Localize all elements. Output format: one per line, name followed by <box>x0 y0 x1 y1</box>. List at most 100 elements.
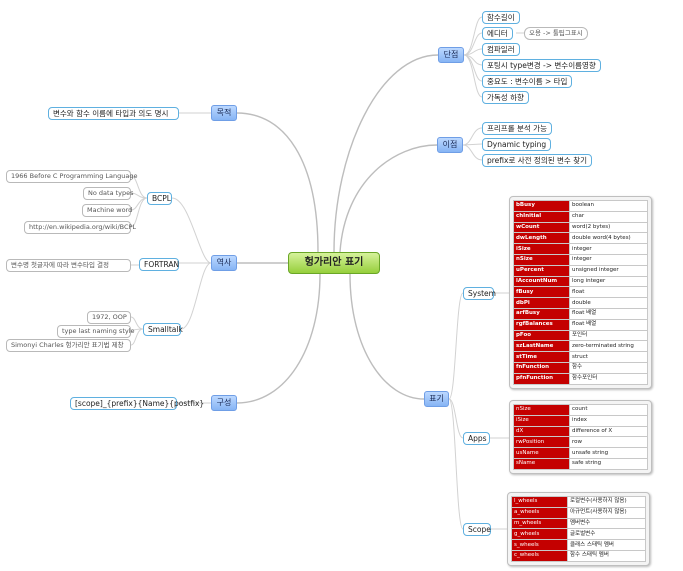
apps-row-key: nSize <box>513 404 570 416</box>
branch-pyogi[interactable]: 표기 <box>424 391 449 407</box>
system-row-value: float <box>569 286 648 299</box>
system-row-key: dbPi <box>513 297 570 309</box>
system-row-key: stTime <box>513 351 570 363</box>
branch-yeoksa[interactable]: 역사 <box>211 255 237 271</box>
scope-row-value: 클래스 스태틱 멤버 <box>567 539 646 551</box>
ijeom-item-2[interactable]: Dynamic typing <box>482 138 552 151</box>
danjeom-item-1[interactable]: 함수길이 <box>482 11 520 24</box>
branch-ijeom[interactable]: 이점 <box>437 137 463 153</box>
apps-row-value: index <box>569 414 648 427</box>
danjeom-item-3[interactable]: 컴파일러 <box>482 43 520 56</box>
system-row-value: unsigned integer <box>569 264 648 277</box>
yeoksa-smalltalk[interactable]: Smalltalk <box>143 323 183 336</box>
bcpl-item-4[interactable]: http://en.wikipedia.org/wiki/BCPL <box>24 221 136 234</box>
smalltalk-item-2[interactable]: type last naming style <box>57 325 135 338</box>
system-row-key: fnFunction <box>513 361 570 374</box>
edge-central-ijeom <box>339 144 438 253</box>
smalltalk-item-3[interactable]: Simonyi Charles 헝가리안 표기법 제창 <box>6 339 131 352</box>
system-row-key: chInitial <box>513 210 570 223</box>
bcpl-item-3[interactable]: Machine word <box>82 204 132 217</box>
system-row-key: nSize <box>513 253 570 266</box>
ijeom-item-1[interactable]: 프리프롤 분석 가능 <box>482 122 552 135</box>
system-row-key: dwLength <box>513 232 570 245</box>
yeoksa-fortran[interactable]: FORTRAN <box>139 258 179 271</box>
system-row-value: long integer <box>569 275 648 288</box>
ijeom-item-3[interactable]: prefix로 사전 정의된 변수 찾기 <box>482 154 592 167</box>
danjeom-item-4[interactable]: 포팅시 type변경 -> 변수이름영향 <box>482 59 601 72</box>
danjeom-editor-note[interactable]: 오용 -> 툴팁그표시 <box>524 27 588 40</box>
central-topic[interactable]: 헝가리안 표기 <box>288 252 380 274</box>
system-row-key: lAccountNum <box>513 275 570 288</box>
apps-row-value: row <box>569 436 648 449</box>
apps-row-value: safe string <box>569 457 648 470</box>
apps-row-value: count <box>569 404 648 416</box>
system-row-key: szLastName <box>513 340 570 353</box>
system-row-value: integer <box>569 253 648 266</box>
guseong-item-1[interactable]: [scope]_{prefix}{Name}{postfix} <box>70 397 204 410</box>
scope-row-key: m_wheels <box>511 517 568 530</box>
system-row-value: zero-terminated string <box>569 340 648 353</box>
scope-row-value: 아규먼트(사용하지 않음) <box>567 506 646 519</box>
scope-row-key: s_wheels <box>511 539 568 551</box>
apps-row-value: unsafe string <box>569 447 648 459</box>
fortran-item-1[interactable]: 변수명 첫글자에 따라 변수타입 결정 <box>6 259 131 272</box>
apps-row-key: sName <box>513 457 570 470</box>
scope-row-value: 함수 스태틱 멤버 <box>567 549 646 562</box>
system-row-key: rgfBalances <box>513 318 570 331</box>
bcpl-item-2[interactable]: No data types <box>83 187 134 200</box>
edge-central-mokjeok <box>236 112 319 253</box>
pyogi-scope[interactable]: Scope <box>463 523 491 536</box>
apps-row-key: dX <box>513 425 570 438</box>
danjeom-item-6[interactable]: 가독성 하향 <box>482 91 529 104</box>
apps-row-value: difference of X <box>569 425 648 438</box>
system-row-value: double <box>569 297 648 309</box>
system-row-value: struct <box>569 351 648 363</box>
system-row-key: iSize <box>513 243 570 255</box>
system-row-key: uPercent <box>513 264 570 277</box>
system-row-value: 함수 <box>569 361 648 374</box>
system-row-key: pFoo <box>513 329 570 342</box>
bcpl-item-1[interactable]: 1966 Before C Programming Language <box>6 170 137 183</box>
mokjeok-item-1[interactable]: 변수와 함수 이름에 타입과 의도 명시 <box>48 107 179 120</box>
yeoksa-bcpl[interactable]: BCPL <box>147 192 172 205</box>
danjeom-item-2[interactable]: 에디터 <box>482 27 513 40</box>
pyogi-system[interactable]: System <box>463 287 496 300</box>
scope-row-value: 글로벌변수 <box>567 528 646 541</box>
edge-central-guseong <box>236 273 321 404</box>
branch-mokjeok[interactable]: 목적 <box>211 105 237 121</box>
system-row-value: double word(4 bytes) <box>569 232 648 245</box>
apps-row-key: rwPosition <box>513 436 570 449</box>
branch-danjeom[interactable]: 단점 <box>438 47 464 63</box>
scope-row-value: 멤버변수 <box>567 517 646 530</box>
apps-row-key: usName <box>513 447 570 459</box>
scope-row-key: a_wheels <box>511 506 568 519</box>
smalltalk-item-1[interactable]: 1972, OOP <box>87 311 131 324</box>
scope-row-key: c_wheels <box>511 549 568 562</box>
danjeom-item-5[interactable]: 중요도 : 변수이름 > 타입 <box>482 75 573 88</box>
pyogi-apps[interactable]: Apps <box>463 432 490 445</box>
branch-guseong[interactable]: 구성 <box>211 395 237 411</box>
